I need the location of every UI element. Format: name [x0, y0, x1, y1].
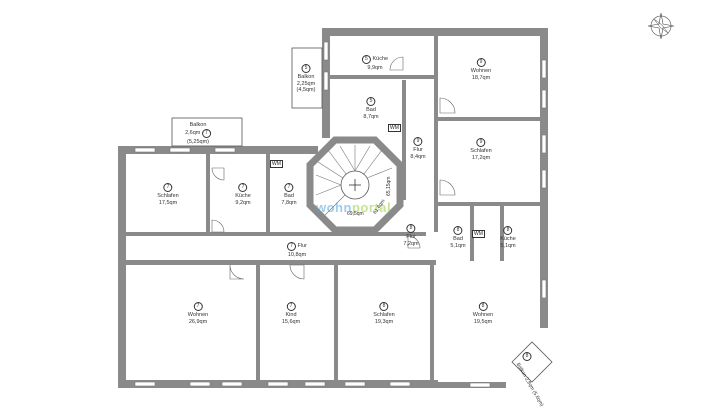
stair-area-1: 65,15qm: [386, 176, 392, 196]
windows: [134, 41, 547, 388]
doors: [211, 56, 456, 280]
washing-machine-icon: WM: [472, 230, 485, 238]
washing-machine-icon: WM: [388, 124, 401, 132]
compass-rose-icon: [647, 12, 675, 40]
balconies: [171, 47, 553, 383]
stair-area-3: 69,5qm: [347, 211, 364, 217]
room-label-balkon-8: 8: [522, 352, 532, 362]
washing-machine-icon: WM: [270, 160, 283, 168]
staircase: [306, 136, 404, 234]
watermark-logo: wohnportal: [316, 200, 392, 215]
